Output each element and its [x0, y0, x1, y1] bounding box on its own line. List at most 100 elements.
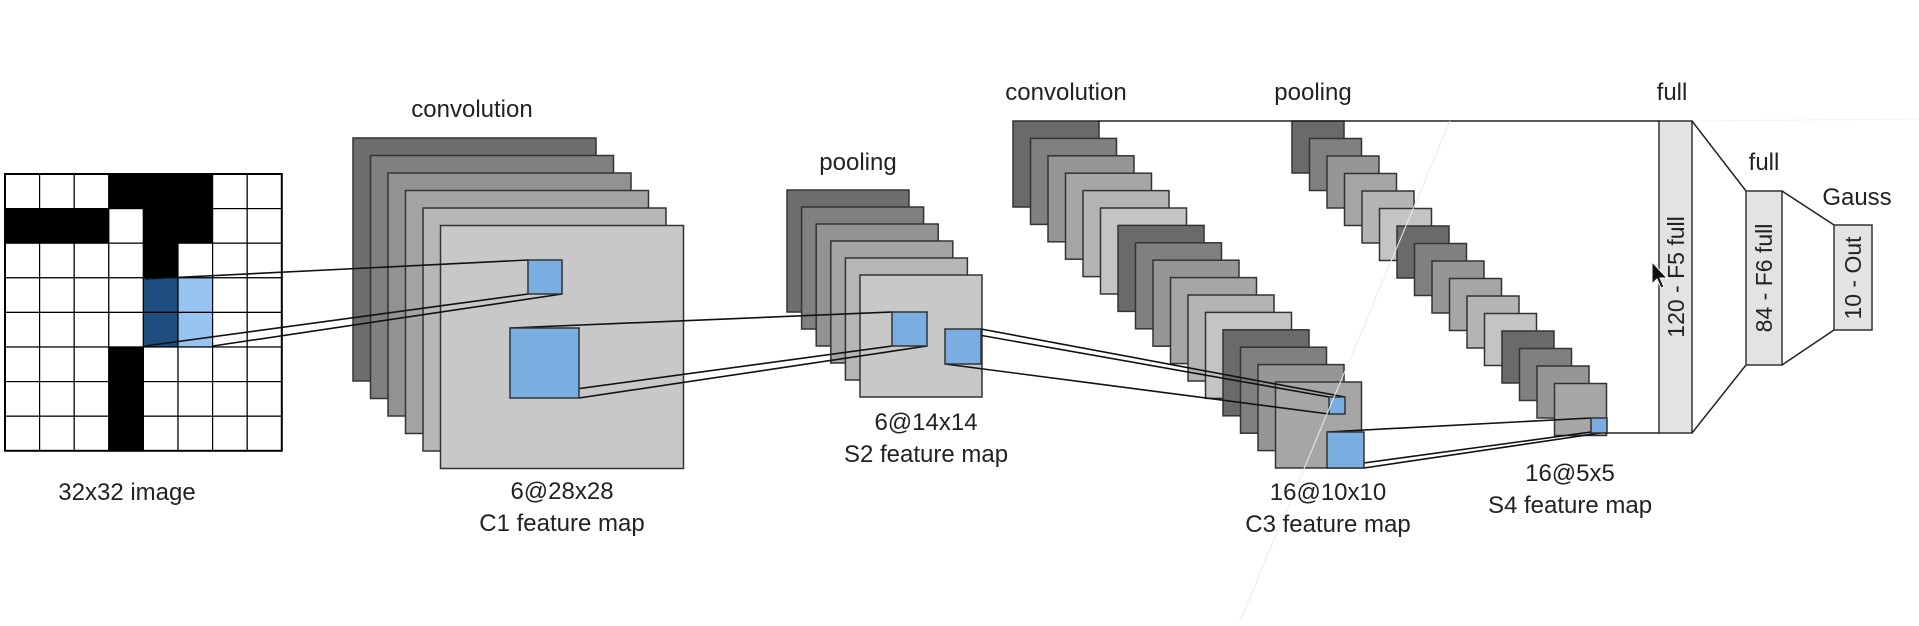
input-pixel: [177, 173, 214, 210]
background-artifact-line: [1239, 120, 1451, 622]
input-pixel: [246, 381, 283, 417]
input-pixel: [177, 277, 214, 313]
input-pixel: [177, 242, 214, 279]
input-pixel: [73, 173, 110, 210]
input-c1-connector: [144, 259, 529, 280]
input-c1-connector: [144, 293, 529, 347]
input-pixel: [177, 346, 214, 383]
background-artifact-line-2: [1699, 118, 1919, 122]
input-pixel: [108, 346, 145, 383]
input-pixel: [142, 173, 179, 210]
input-pixel: [108, 415, 145, 452]
input-pixel: [4, 277, 41, 313]
fully-connected-layers: [1098, 120, 1873, 434]
input-pixel: [246, 208, 283, 244]
input-pixel: [38, 415, 75, 452]
input-pixel: [177, 415, 214, 452]
input-pixel: [108, 381, 145, 417]
input-pixel: [108, 173, 145, 210]
input-pixel: [177, 208, 214, 244]
input-pixel: [142, 415, 179, 452]
input-pixel: [212, 208, 248, 244]
s4-operation-label: pooling: [1274, 79, 1351, 106]
input-pixel: [4, 415, 41, 452]
input-pixel: [38, 277, 75, 313]
input-pixel: [4, 311, 41, 348]
mouse-pointer-icon: [1651, 260, 1669, 289]
input-pixel: [38, 173, 75, 210]
input-pixel: [38, 242, 75, 279]
input-pixel: [73, 311, 110, 348]
c3-receptive-square: [1328, 396, 1346, 415]
c3-s4-connector: [1326, 431, 1592, 469]
receptive-field-connectors: [144, 259, 1608, 469]
input-pixel: [73, 242, 110, 279]
f6-layer-box: [1745, 190, 1783, 366]
f6-operation-label: full: [1749, 149, 1780, 176]
pool-c3-connector: [944, 363, 1330, 415]
input-pixel: [212, 242, 248, 279]
f6-layer-label: 84 - F6 full: [1751, 224, 1777, 333]
pool-c3-connector: [944, 328, 1330, 398]
s4-source-square: [1326, 431, 1365, 469]
output-layer-label: 10 - Out: [1840, 236, 1866, 320]
input-pixel: [142, 346, 179, 383]
input-c1-connector: [212, 293, 563, 347]
s4-name-label: S4 feature map: [1488, 492, 1652, 519]
pool-target-square: [891, 311, 928, 347]
input-pixel: [246, 242, 283, 279]
input-pixel: [246, 173, 283, 210]
input-pixel: [246, 277, 283, 313]
s2-operation-label: pooling: [819, 149, 896, 176]
c3-operation-label: convolution: [1005, 79, 1126, 106]
c1-s2-connector: [578, 345, 928, 399]
s4-target-square: [1590, 417, 1608, 434]
s2-size-label: 6@14x14: [874, 409, 977, 436]
f5-operation-label: full: [1657, 79, 1688, 106]
input-pixel: [142, 242, 179, 279]
input-pixel: [73, 277, 110, 313]
input-pixel: [142, 381, 179, 417]
input-pixel: [177, 381, 214, 417]
input-pixel: [108, 242, 145, 279]
input-pixel: [4, 173, 41, 210]
input-pixel: [38, 346, 75, 383]
input-pixel: [212, 173, 248, 210]
input-pixel: [4, 208, 41, 244]
input-pixel: [73, 381, 110, 417]
f5-f6-connector-top: [1691, 120, 1747, 192]
input-pixel: [212, 415, 248, 452]
input-pixel: [212, 381, 248, 417]
f6-out-connector-top: [1781, 190, 1835, 226]
c1-size-label: 6@28x28: [510, 478, 613, 505]
input-pixel: [73, 346, 110, 383]
input-pixel: [4, 242, 41, 279]
c1-pool-square: [509, 327, 580, 399]
c3-name-label: C3 feature map: [1245, 511, 1410, 538]
s2-feature-map-stack: [786, 189, 983, 398]
c3-size-label: 16@10x10: [1270, 479, 1386, 506]
input-pixel: [212, 346, 248, 383]
input-pixel: [73, 415, 110, 452]
c3-s4-connector: [1326, 417, 1592, 433]
s4-size-label: 16@5x5: [1525, 460, 1615, 487]
f5-f6-connector-bottom: [1691, 364, 1747, 434]
input-pixel: [142, 277, 179, 313]
s2-name-label: S2 feature map: [844, 441, 1008, 468]
input-pixel: [108, 208, 145, 244]
input-pixel: [246, 346, 283, 383]
input-caption: 32x32 image: [58, 479, 195, 506]
c1-name-label: C1 feature map: [479, 510, 644, 537]
input-pixel: [4, 346, 41, 383]
input-pixel: [38, 311, 75, 348]
output-layer-box: [1833, 224, 1873, 331]
input-pixel: [38, 208, 75, 244]
input-pixel: [212, 277, 248, 313]
f5-layer-label: 120 - F5 full: [1663, 216, 1689, 337]
c3-s4-connector: [1363, 431, 1608, 469]
conv-source-square: [944, 328, 982, 365]
input-pixel: [4, 381, 41, 417]
input-pixel: [246, 415, 283, 452]
input-image-grid: [4, 173, 283, 452]
